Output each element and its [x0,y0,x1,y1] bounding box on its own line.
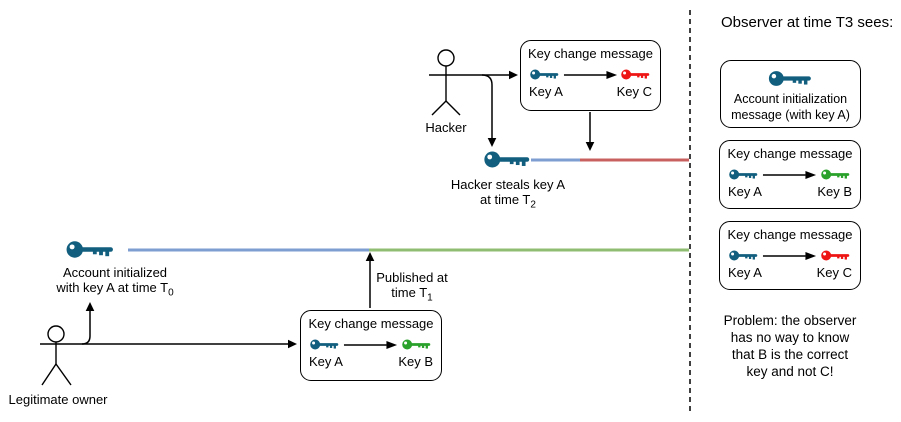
observer-init-text: Account initialization message (with key… [731,92,850,122]
hacker-steals-line1: Hacker steals key A [450,177,566,192]
observer-change-box-c: Key change message Key A Key C [719,221,861,290]
owner-label: Legitimate owner [8,392,108,407]
bottom-box-from-label: Key A [309,354,343,369]
key-c-icon [621,68,651,81]
observer-init-box: Account initialization message (with key… [720,60,861,128]
account-init-line1: Account initialized [62,265,168,280]
observer-box-c-from-label: Key A [728,265,762,280]
stolen-key-icon [484,149,532,170]
key-b-icon [821,168,851,181]
published-line1: Published at [376,270,448,285]
owner-init-arrow [81,302,95,345]
published-arrow [365,252,375,308]
key-a-icon [530,68,560,81]
account-init-label: Account initialized with key A at time T… [30,265,200,299]
top-key-change-box: Key change message Key A Key C [520,40,661,111]
bottom-box-title: Key change message [308,316,434,331]
observer-box-c-to-label: Key C [816,265,852,280]
observer-box-c-title: Key change message [727,227,853,242]
key-a-icon [310,338,340,351]
account-init-line2: with key A at time T0 [56,280,174,299]
top-box-title: Key change message [527,46,654,61]
top-box-to-label: Key C [616,84,652,99]
observer-title: Observer at time T3 sees: [721,14,894,31]
observer-box-b-from-label: Key A [728,184,762,199]
observer-box-b-to-label: Key B [817,184,852,199]
hacker-label: Hacker [425,120,467,135]
account-init-key-icon [66,239,116,260]
hacker-steal-arrow [481,74,497,147]
arrow-right-icon [563,70,619,80]
arrow-right-icon [343,340,399,350]
arrow-right-icon [762,170,818,180]
observer-init-key-icon [768,69,814,88]
key-a-icon [729,168,759,181]
arrow-right-icon [762,251,818,261]
top-box-from-label: Key A [529,84,563,99]
hacker-to-box-arrow [429,70,518,80]
hacker-steals-label: Hacker steals key A at time T2 [438,177,578,211]
bottom-box-to-label: Key B [398,354,433,369]
hacker-figure-icon [431,49,461,116]
observer-change-box-b: Key change message Key A Key B [719,140,861,209]
owner-figure-icon [41,325,72,386]
key-b-icon [402,338,432,351]
observer-box-b-title: Key change message [727,146,853,161]
bottom-key-change-box: Key change message Key A Key B [300,310,442,381]
box-to-timeline-arrow [585,112,595,151]
key-a-icon [729,249,759,262]
published-line2: time T1 [391,285,433,304]
published-label: Published at time T1 [372,270,452,304]
key-c-icon [821,249,851,262]
problem-text: Problem: the observer has no way to know… [723,313,857,379]
hacker-steals-line2: at time T2 [480,192,536,211]
owner-to-box-arrow [40,339,297,349]
